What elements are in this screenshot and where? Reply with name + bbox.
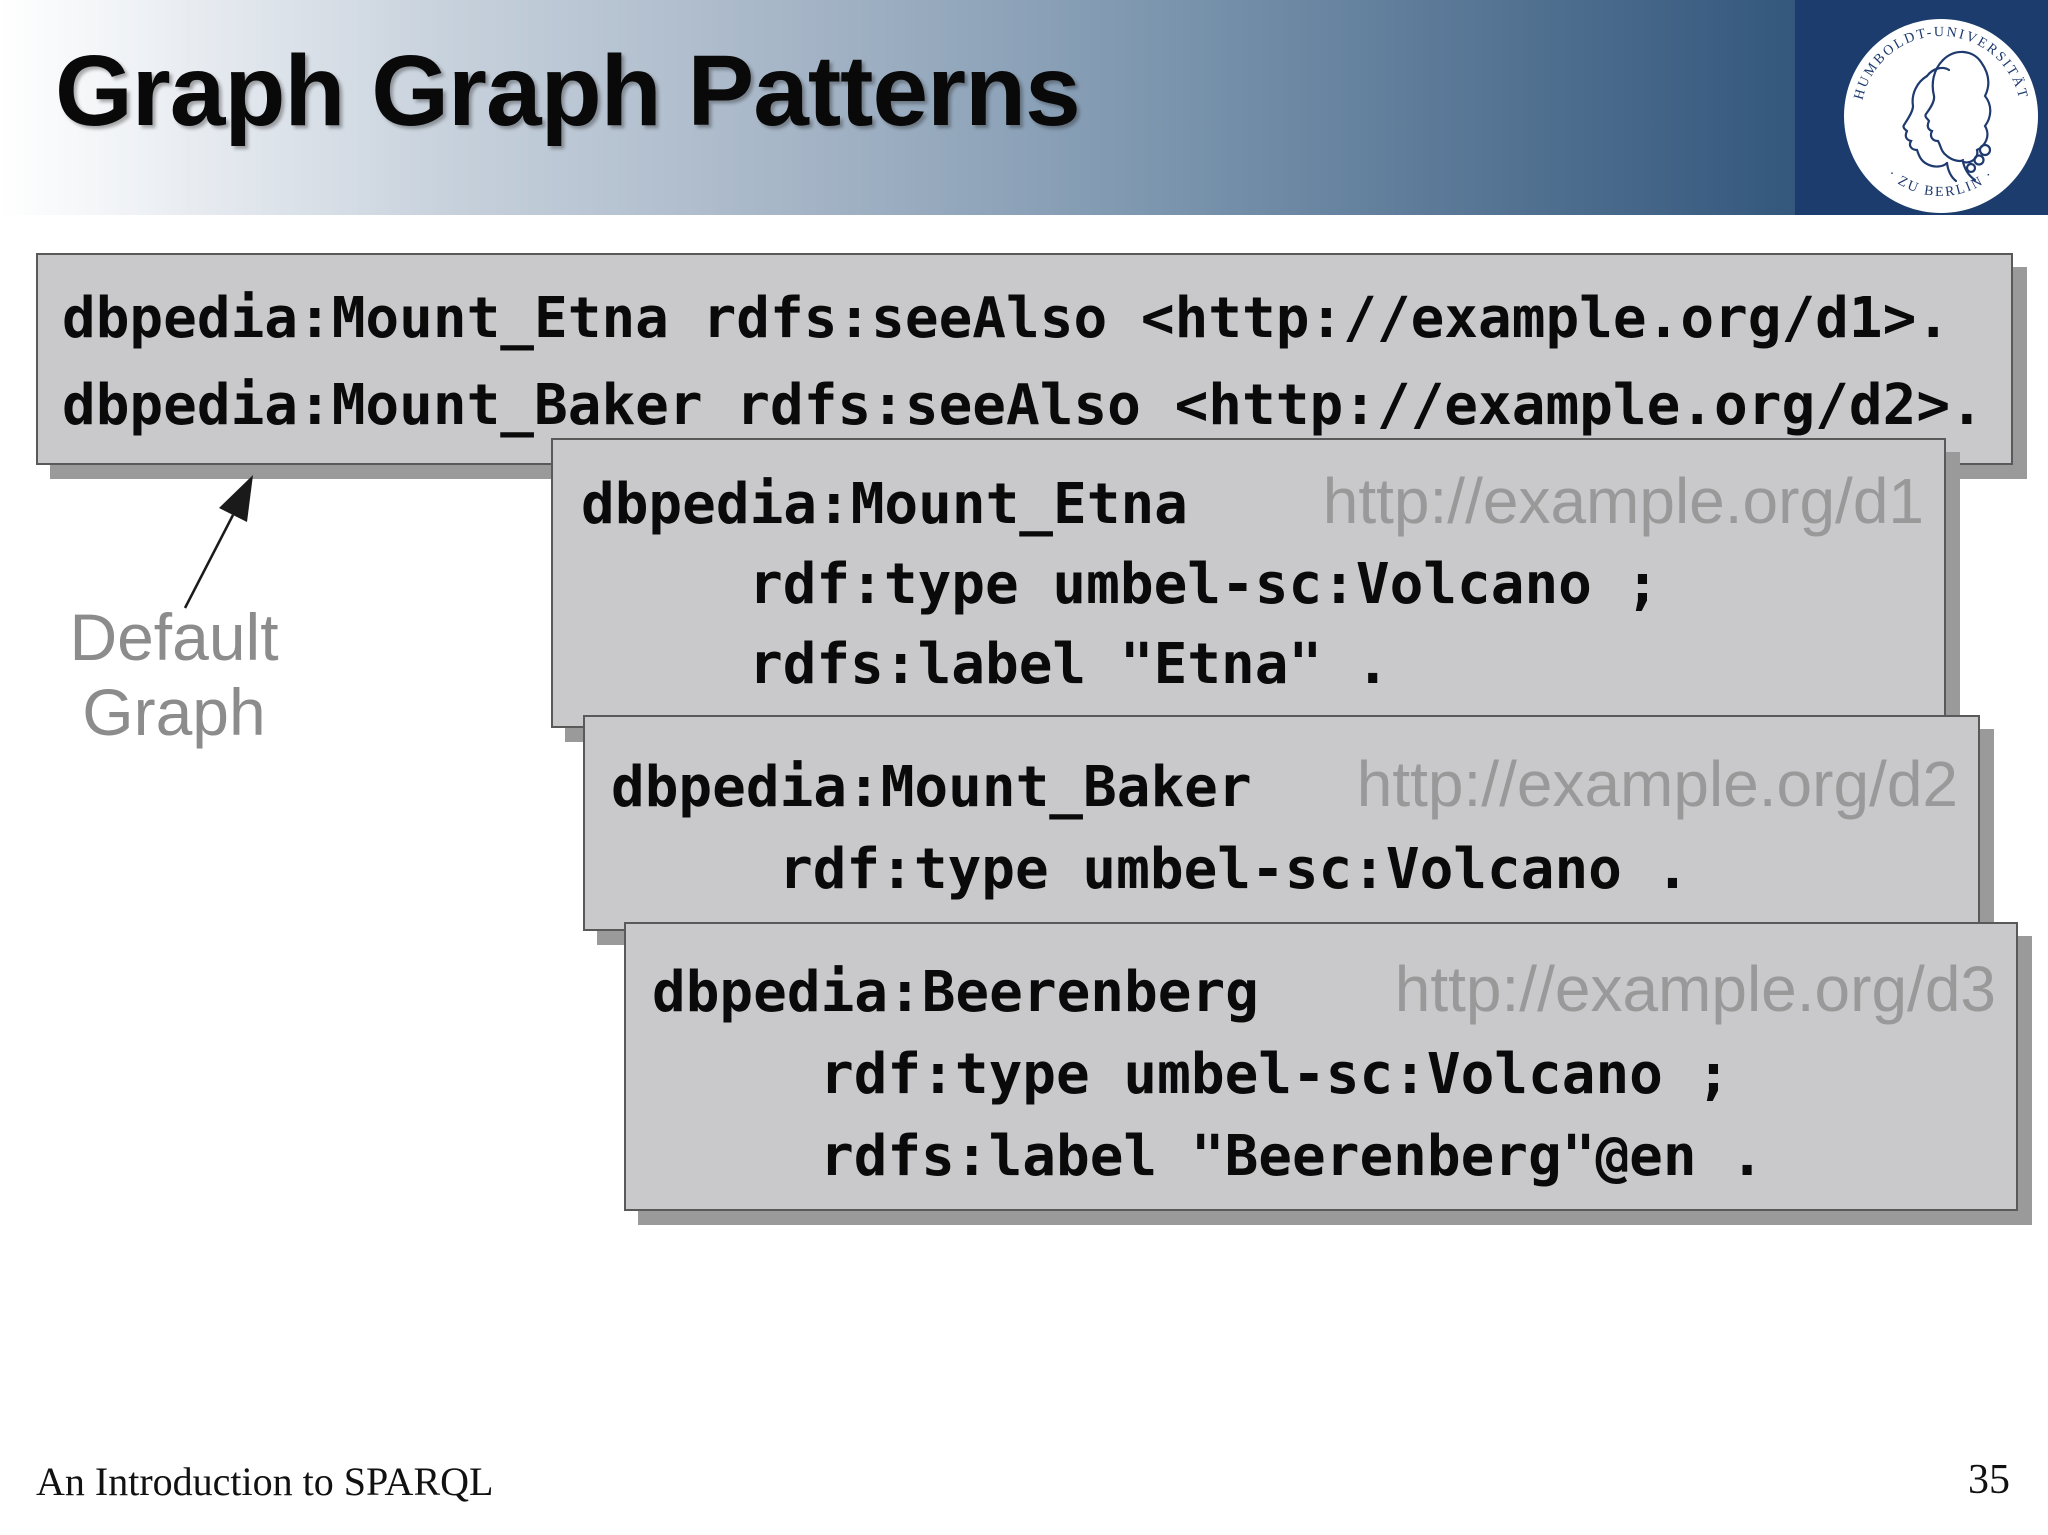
default-graph-label-line1: Default	[69, 600, 279, 674]
named-graph-box-d3: dbpedia:Beerenberg http://example.org/d3…	[624, 922, 2018, 1211]
triple-line: rdf:type umbel-sc:Volcano ;	[749, 552, 1660, 617]
humboldt-seal-icon: HUMBOLDT-UNIVERSITÄT · ZU BERLIN ·	[1795, 0, 2048, 215]
triple-line: rdf:type umbel-sc:Volcano .	[779, 837, 1690, 902]
triple-line: dbpedia:Mount_Etna rdfs:seeAlso <http://…	[62, 286, 1951, 351]
graph-uri-label: http://example.org/d3	[1394, 953, 1996, 1025]
humboldt-profiles-art	[1902, 50, 1992, 183]
page-title: Graph Graph Patterns	[55, 35, 1081, 147]
university-logo: HUMBOLDT-UNIVERSITÄT · ZU BERLIN ·	[1795, 0, 2048, 215]
graph-uri-label: http://example.org/d1	[1322, 465, 1924, 537]
default-graph-label: Default Graph	[38, 600, 310, 750]
triple-line: rdfs:label "Beerenberg"@en .	[820, 1124, 1765, 1189]
graph-uri-label: http://example.org/d2	[1356, 748, 1958, 820]
named-graph-box-d1: dbpedia:Mount_Etna http://example.org/d1…	[551, 438, 1946, 728]
graph-subject: dbpedia:Mount_Baker	[611, 755, 1252, 820]
graph-subject: dbpedia:Mount_Etna	[581, 472, 1188, 537]
page-number: 35	[1968, 1457, 2010, 1503]
default-graph-label-line2: Graph	[82, 675, 266, 750]
triple-line: rdf:type umbel-sc:Volcano ;	[820, 1042, 1731, 1107]
default-graph-box: dbpedia:Mount_Etna rdfs:seeAlso <http://…	[36, 253, 2013, 465]
named-graph-box-d2: dbpedia:Mount_Baker http://example.org/d…	[583, 715, 1980, 931]
header-gradient-band: Graph Graph Patterns	[0, 0, 2048, 215]
triple-line: rdfs:label "Etna" .	[749, 632, 1390, 697]
graph-subject: dbpedia:Beerenberg	[652, 960, 1259, 1025]
footer-title: An Introduction to SPARQL	[36, 1459, 494, 1504]
triple-line: dbpedia:Mount_Baker rdfs:seeAlso <http:/…	[62, 373, 1984, 438]
